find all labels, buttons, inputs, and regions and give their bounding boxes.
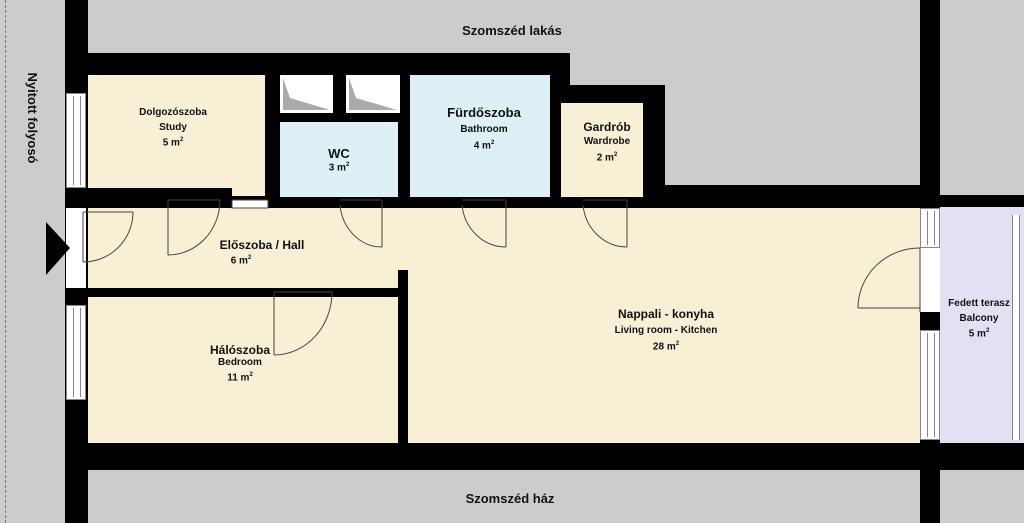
- wardrobe-area: 2 m2: [596, 152, 618, 164]
- study-name-en: Study: [159, 122, 187, 133]
- study-name-hu: Dolgozószoba: [139, 107, 207, 118]
- entrance-door-icon: [82, 211, 134, 263]
- bathroom-room: [410, 75, 550, 197]
- balcony-area: [940, 207, 1024, 443]
- entrance-arrow-icon: [46, 222, 70, 275]
- wardrobe-label: Gardrób Wardrobe 2 m2: [583, 120, 630, 165]
- bedroom-area: 11 m2: [227, 372, 253, 384]
- bedroom-door-icon: [273, 291, 333, 356]
- bathroom-area: 4 m2: [473, 139, 495, 151]
- partition-wall: [398, 270, 408, 443]
- wardrobe-door-icon: [582, 199, 628, 248]
- bedroom-name-hu: Hálószoba: [209, 343, 271, 357]
- bedroom-window: [66, 305, 86, 400]
- neighbor-house-area: [88, 470, 920, 523]
- balcony-label: Fedett terasz Balcony 5 m2: [948, 298, 1010, 340]
- balcony-door-icon: [857, 247, 921, 312]
- study-room-lower: [88, 172, 222, 188]
- bathroom-label: Fürdőszoba Bathroom 4 m2: [447, 105, 521, 152]
- wardrobe-room: [561, 103, 643, 197]
- utility-niche: [232, 180, 265, 196]
- hall-label: Előszoba / Hall 6 m2: [220, 238, 305, 268]
- bedroom-label: Hálószoba Bedroom 11 m2: [210, 343, 270, 385]
- study-area: 5 m2: [162, 137, 184, 149]
- study-room: [88, 75, 265, 188]
- living-window-top: [920, 208, 940, 248]
- wc-name: WC: [328, 146, 350, 161]
- wardrobe-name-en: Wardrobe: [583, 136, 631, 148]
- balcony-name-en: Balcony: [959, 313, 999, 324]
- outside-area-top-right: [940, 0, 1024, 195]
- living-name-hu: Nappali - konyha: [617, 307, 715, 321]
- outside-area-bottom-right: [940, 470, 1024, 523]
- bedroom-name-en: Bedroom: [218, 357, 262, 369]
- niche-door-icon: [231, 199, 269, 209]
- wc-room: [280, 122, 398, 197]
- living-label: Nappali - konyha Living room - Kitchen 2…: [615, 307, 718, 354]
- balcony-area-value: 5 m2: [968, 328, 990, 340]
- neighbor-apartment-area: [88, 0, 920, 53]
- wardrobe-name-hu: Gardrób: [583, 120, 631, 134]
- living-window-bottom: [920, 330, 940, 440]
- bedroom-room: [88, 297, 398, 443]
- entrance-opening: [66, 208, 86, 288]
- neighbor-apartment-area-step2: [665, 85, 920, 185]
- balcony-railing: [1012, 215, 1020, 440]
- neighbor-apartment-label: Szomszéd lakás: [462, 23, 562, 38]
- neighbor-apartment-area-step: [570, 53, 920, 85]
- wc-door-icon: [339, 199, 383, 248]
- wc-label: WC 3 m2: [328, 146, 350, 174]
- bathroom-name-hu: Fürdőszoba: [447, 105, 521, 120]
- corridor-edge-line: [5, 0, 6, 523]
- wc-area: 3 m2: [328, 161, 350, 173]
- bathroom-name-en: Bathroom: [460, 123, 508, 135]
- neighbor-house-label: Szomszéd ház: [465, 491, 555, 506]
- study-window: [66, 93, 86, 188]
- open-corridor-label: Nyitott folyosó: [24, 72, 40, 164]
- shower-tray-1-icon: [283, 78, 330, 110]
- bathroom-door-icon: [461, 199, 507, 248]
- balcony-name-hu: Fedett terasz: [948, 298, 1010, 309]
- shower-tray-2-icon: [349, 78, 397, 110]
- study-label: Dolgozószoba Study 5 m2: [139, 107, 207, 149]
- living-area: 28 m2: [652, 341, 680, 353]
- hall-name: Előszoba / Hall: [219, 238, 305, 252]
- balcony-door-opening: [920, 248, 940, 312]
- living-room: [408, 270, 920, 443]
- living-name-en: Living room - Kitchen: [614, 325, 718, 337]
- study-door-icon: [167, 199, 221, 256]
- hall-area: 6 m2: [230, 255, 252, 267]
